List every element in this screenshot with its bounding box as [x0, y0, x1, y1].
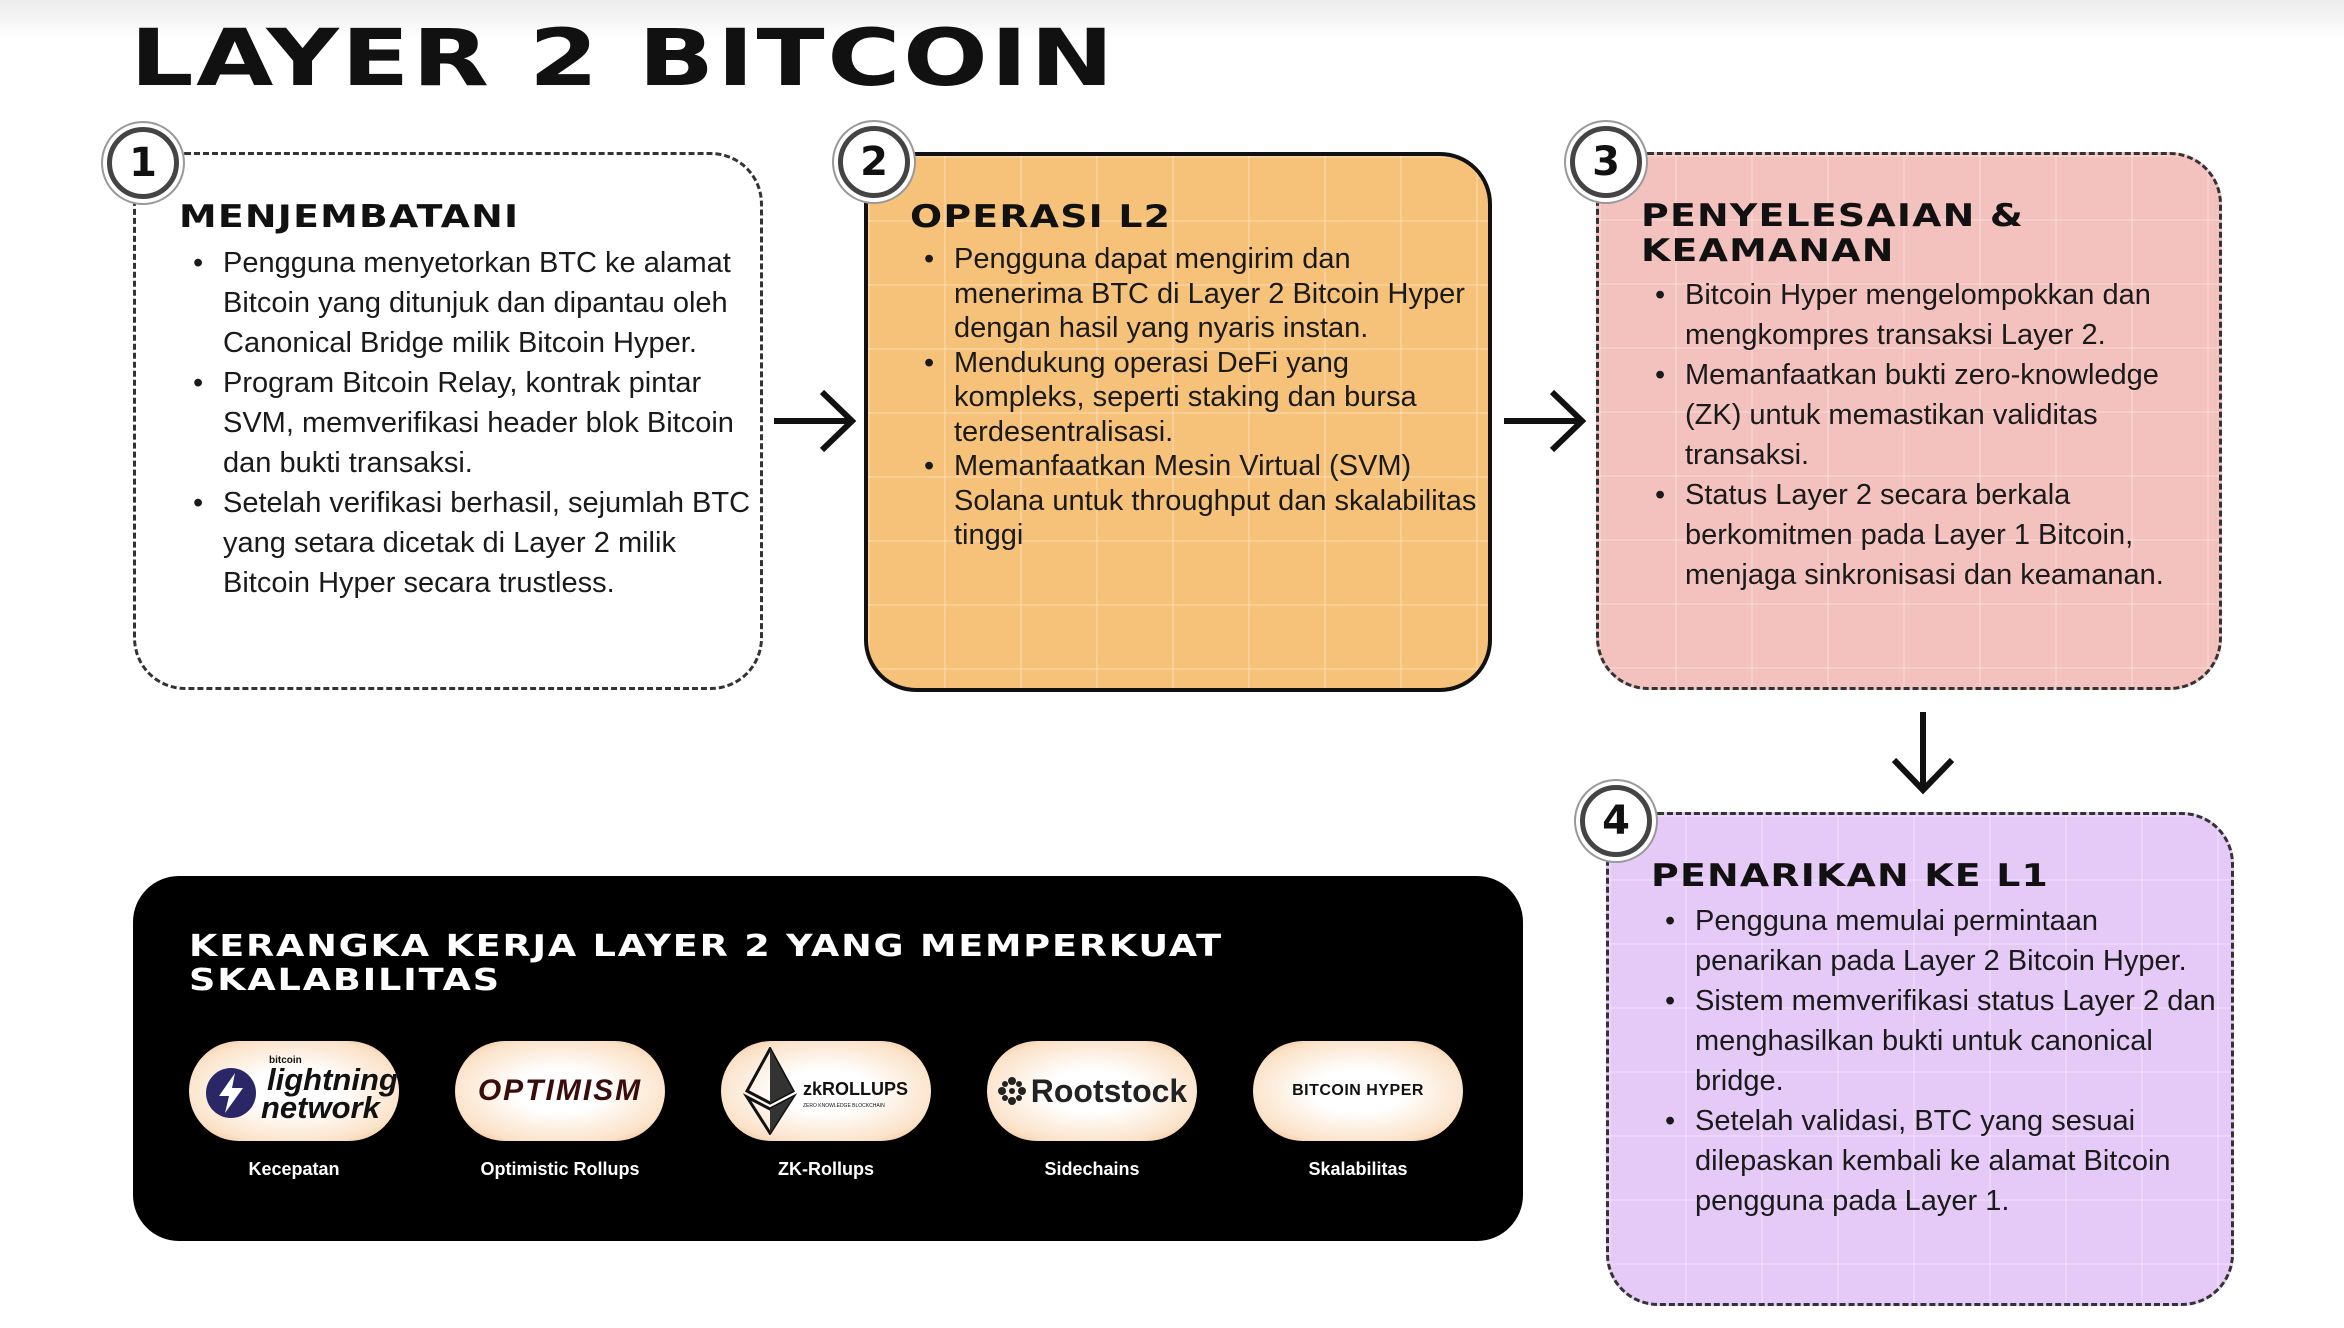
step-card-3: PENYELESAIAN & KEAMANAN Bitcoin Hyper me…	[1596, 152, 2222, 690]
ethereum-diamond-icon	[743, 1047, 797, 1135]
logo-text: Rootstock	[1030, 1072, 1188, 1109]
logo-caption: Skalabilitas	[1308, 1159, 1408, 1179]
bitcoin-hyper-logo: BITCOIN HYPER	[1253, 1041, 1463, 1141]
list-item: Program Bitcoin Relay, kontrak pintar SV…	[181, 363, 751, 483]
logo-small-text: ZERO KNOWLEDGE BLOCKCHAIN	[803, 1103, 885, 1109]
logo-text: network	[261, 1090, 380, 1125]
logo-text: OPTIMISM	[477, 1074, 643, 1107]
step-title: OPERASI L2	[910, 199, 1172, 235]
optimism-logo: OPTIMISM	[455, 1041, 665, 1141]
list-item: Setelah validasi, BTC yang sesuai dilepa…	[1653, 1101, 2228, 1221]
step-number-badge: 4	[1580, 785, 1652, 857]
logo-small-text: bitcoin	[269, 1055, 302, 1066]
step-title: PENARIKAN KE L1	[1651, 858, 2050, 894]
list-item: Pengguna memulai permintaan penarikan pa…	[1653, 901, 2228, 981]
rootstock-logo: Rootstock	[987, 1041, 1197, 1141]
step-card-2: OPERASI L2 Pengguna dapat mengirim dan m…	[864, 152, 1492, 692]
zkrollups-logo: zkROLLUPS ZERO KNOWLEDGE BLOCKCHAIN	[721, 1041, 931, 1141]
step-bullets: Pengguna dapat mengirim dan menerima BTC…	[912, 242, 1482, 553]
step-title: PENYELESAIAN &	[1641, 198, 2025, 234]
page-title: LAYER 2 BITCOIN	[130, 14, 1117, 104]
arrow-right-icon	[1504, 389, 1587, 453]
list-item: Pengguna dapat mengirim dan menerima BTC…	[912, 242, 1482, 346]
top-shade	[0, 0, 2344, 40]
logo-caption: Sidechains	[1044, 1159, 1140, 1179]
arrow-right-icon	[774, 389, 857, 453]
step-bullets: Pengguna memulai permintaan penarikan pa…	[1653, 901, 2228, 1221]
framework-title-line: SKALABILITAS	[189, 963, 501, 998]
step-number-badge: 2	[838, 126, 910, 198]
step-card-1: MENJEMBATANI Pengguna menyetorkan BTC ke…	[133, 152, 763, 690]
list-item: Status Layer 2 secara berkala berkomitme…	[1643, 475, 2213, 595]
logo-text: BITCOIN HYPER	[1292, 1082, 1424, 1099]
framework-panel: KERANGKA KERJA LAYER 2 YANG MEMPERKUAT S…	[133, 876, 1523, 1241]
step-number-badge: 1	[107, 127, 179, 199]
logo-text: zkROLLUPS	[803, 1079, 909, 1099]
lightning-bolt-icon	[206, 1068, 256, 1118]
step-bullets: Bitcoin Hyper mengelompokkan dan mengkom…	[1643, 275, 2213, 595]
logo-caption: Kecepatan	[248, 1159, 340, 1179]
rootstock-icon	[997, 1077, 1026, 1105]
logo-text: lightning	[267, 1062, 398, 1097]
list-item: Bitcoin Hyper mengelompokkan dan mengkom…	[1643, 275, 2213, 355]
lightning-network-logo: bitcoin lightning network	[189, 1041, 399, 1141]
list-item: Setelah verifikasi berhasil, sejumlah BT…	[181, 483, 751, 603]
framework-title: KERANGKA KERJA LAYER 2 YANG MEMPERKUAT S…	[189, 930, 1223, 998]
list-item: Pengguna menyetorkan BTC ke alamat Bitco…	[181, 243, 751, 363]
logo-caption: ZK-Rollups	[778, 1159, 874, 1179]
list-item: Sistem memverifikasi status Layer 2 dan …	[1653, 981, 2228, 1101]
step-number-badge: 3	[1570, 126, 1642, 198]
framework-title-line: KERANGKA KERJA LAYER 2 YANG MEMPERKUAT	[189, 929, 1223, 964]
step-title: MENJEMBATANI	[179, 199, 520, 235]
logo-caption: Optimistic Rollups	[480, 1159, 640, 1179]
list-item: Memanfaatkan bukti zero-knowledge (ZK) u…	[1643, 355, 2213, 475]
step-bullets: Pengguna menyetorkan BTC ke alamat Bitco…	[181, 243, 751, 603]
list-item: Mendukung operasi DeFi yang kompleks, se…	[912, 346, 1482, 450]
step-card-4: PENARIKAN KE L1 Pengguna memulai permint…	[1606, 812, 2234, 1306]
step-title: KEAMANAN	[1641, 233, 1895, 269]
list-item: Memanfaatkan Mesin Virtual (SVM) Solana …	[912, 449, 1482, 553]
arrow-down-icon	[1891, 712, 1955, 795]
